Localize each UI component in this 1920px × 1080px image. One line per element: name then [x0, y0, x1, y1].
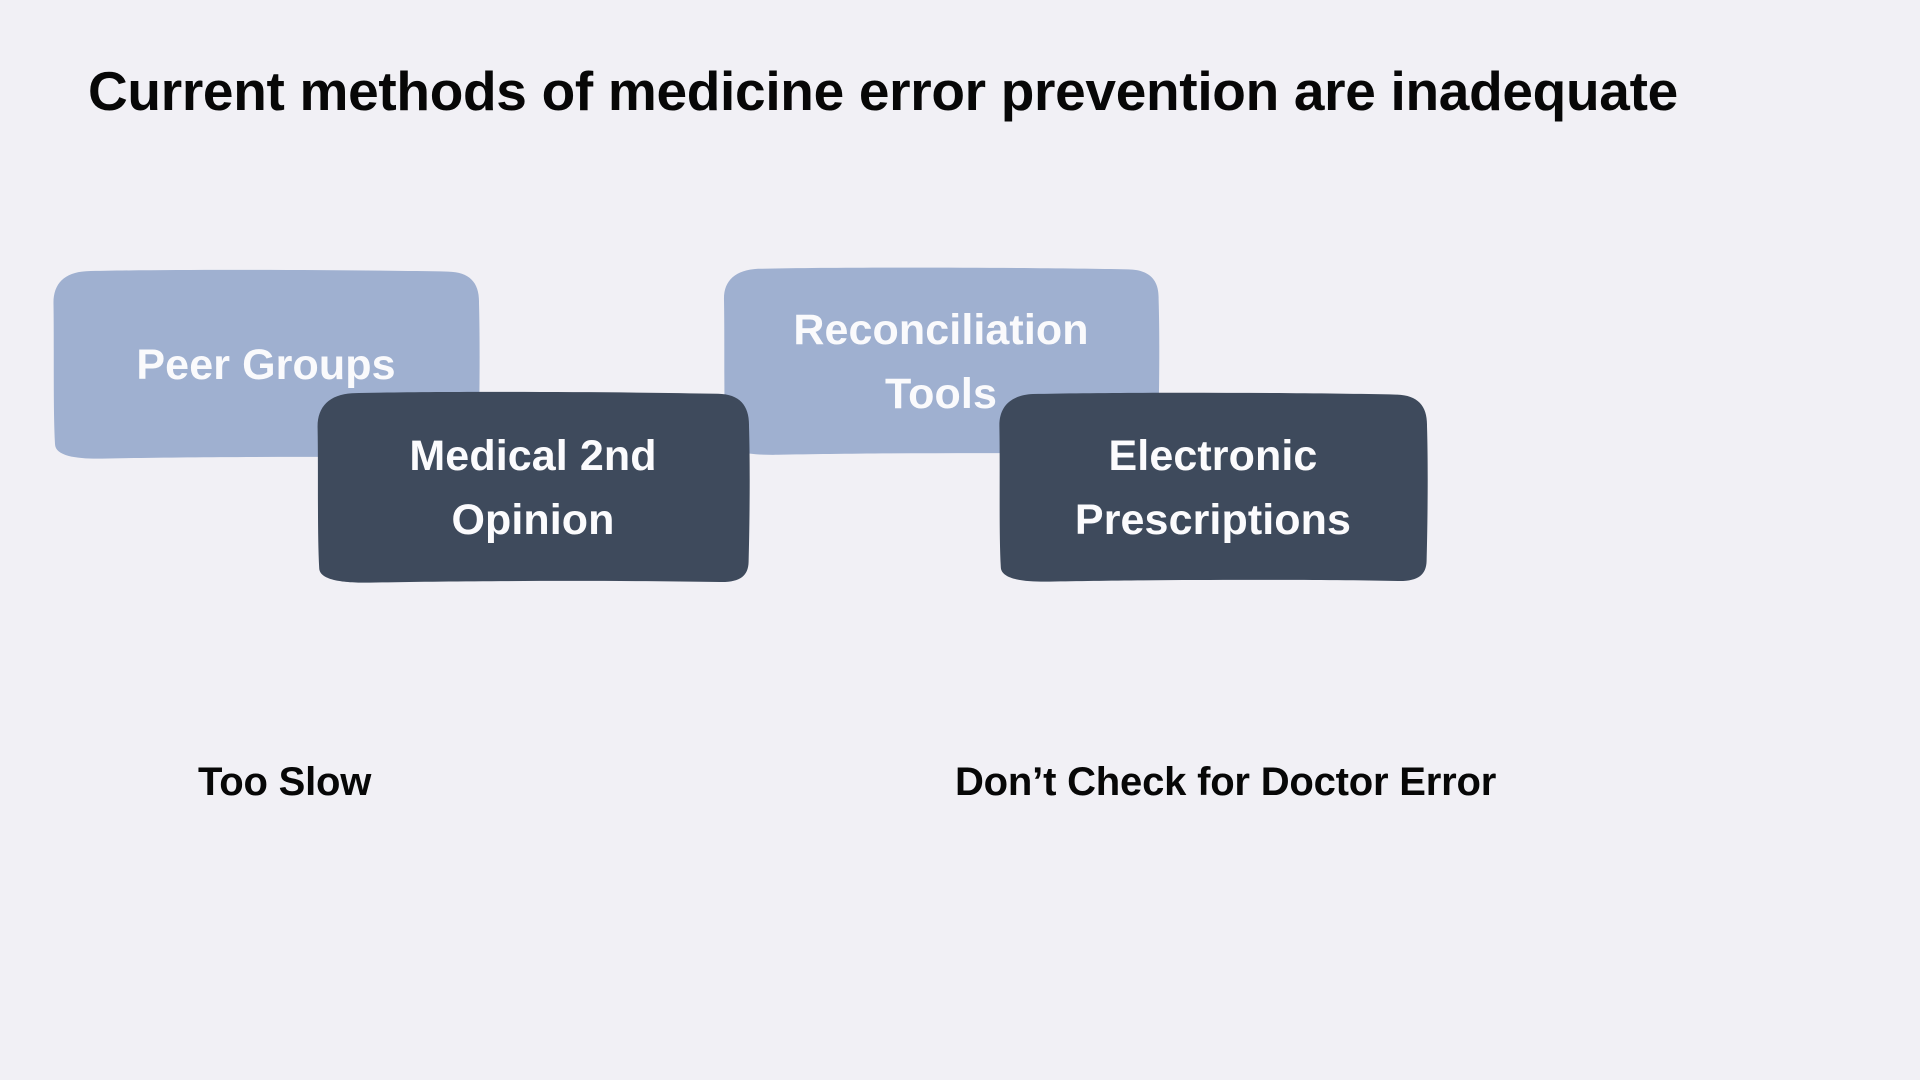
- page-title: Current methods of medicine error preven…: [88, 60, 1678, 122]
- card-label-peer-groups: Peer Groups: [136, 340, 396, 389]
- card-medical-2nd-opinion[interactable]: Medical 2nd Opinion: [314, 390, 752, 586]
- card-electronic-prescriptions[interactable]: Electronic Prescriptions: [996, 391, 1430, 585]
- caption-too-slow: Too Slow: [198, 760, 372, 804]
- card-shape-electronic-prescriptions: [999, 392, 1428, 582]
- card-label-electronic-prescriptions: Electronic Prescriptions: [1074, 431, 1352, 545]
- card-label-reconciliation-tools: Reconciliation Tools: [793, 305, 1089, 419]
- card-shape-medical-2nd-opinion: [317, 391, 750, 583]
- caption-doctor-error: Don’t Check for Doctor Error: [955, 760, 1497, 804]
- card-label-medical-2nd-opinion: Medical 2nd Opinion: [409, 431, 657, 545]
